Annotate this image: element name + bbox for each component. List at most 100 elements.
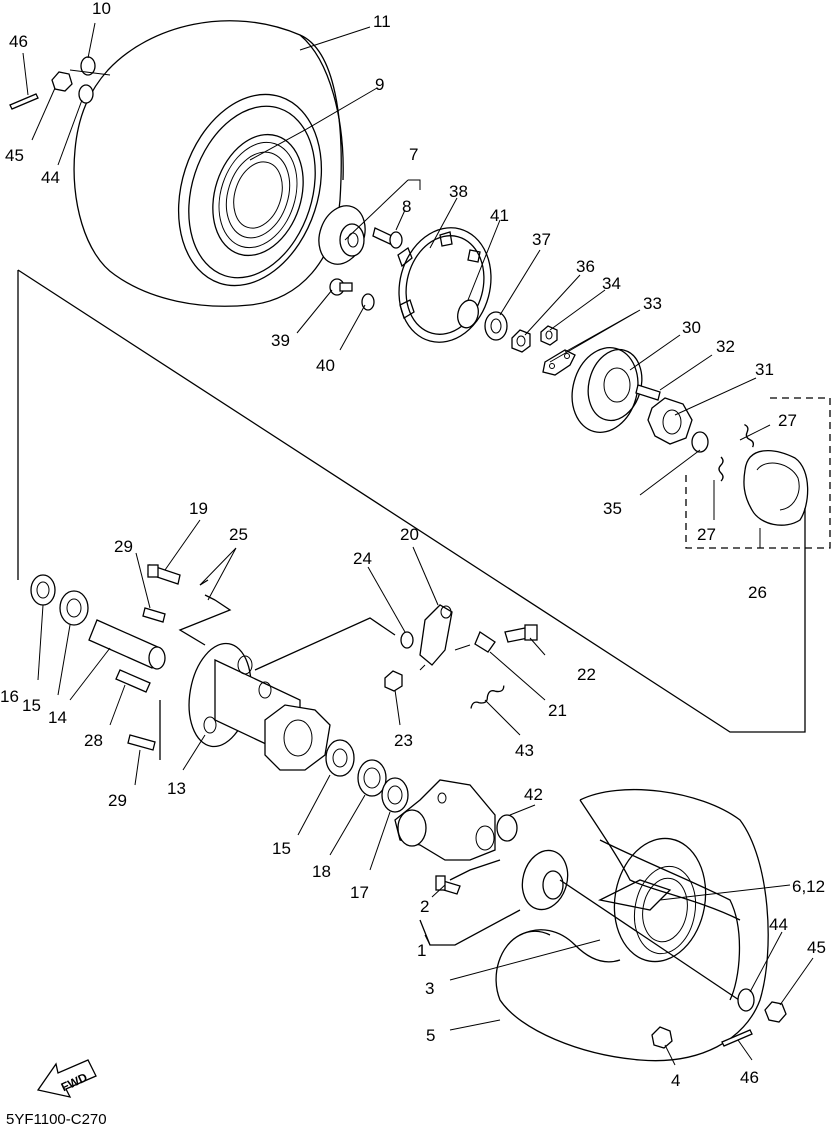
callout-41: 41: [490, 206, 509, 225]
seal-17: [381, 777, 409, 813]
lock-washer-33: [542, 349, 576, 376]
callout-42: 42: [524, 785, 543, 804]
callout-15-center: 15: [272, 839, 291, 858]
gear-case: [394, 779, 496, 861]
bracket-lines-25: [178, 579, 232, 646]
callout-45-bottom: 45: [807, 938, 826, 957]
stud-39: [329, 278, 353, 296]
washer-44-right: [737, 988, 755, 1012]
callout-30: 30: [682, 318, 701, 337]
callout-39: 39: [271, 331, 290, 350]
leader-lines: [22, 22, 814, 1066]
callout-5: 5: [426, 1026, 435, 1045]
callout-44-bottom: 44: [769, 915, 788, 934]
callout-44-top: 44: [41, 168, 60, 187]
callout-27-top: 27: [778, 411, 797, 430]
bearing-15-left: [59, 590, 89, 626]
callout-32: 32: [716, 337, 735, 356]
callout-21: 21: [548, 701, 567, 720]
bolt-29-bottom: [127, 734, 156, 751]
nut-23: [384, 670, 403, 692]
callout-34: 34: [602, 274, 621, 293]
sleeve-14: [88, 619, 166, 670]
oil-seal-41: [457, 299, 479, 329]
washer-44-left: [78, 84, 94, 104]
callout-24: 24: [353, 549, 372, 568]
bracket-lines-1: [419, 859, 521, 946]
callout-9: 9: [375, 75, 384, 94]
flange-31: [647, 397, 693, 445]
callout-10: 10: [92, 0, 111, 18]
callout-26: 26: [748, 583, 767, 602]
drawing-code: 5YF1100-C270: [6, 1111, 107, 1128]
o-ring-35: [691, 431, 709, 453]
callout-15-left: 15: [22, 696, 41, 715]
callout-33: 33: [643, 294, 662, 313]
brake-arm-20: [419, 604, 453, 666]
callout-4: 4: [671, 1071, 680, 1090]
callout-1: 1: [417, 941, 426, 960]
callout-20: 20: [400, 525, 419, 544]
callout-25: 25: [229, 525, 248, 544]
bearing-15-center: [325, 739, 355, 777]
spring-43: [470, 685, 505, 709]
callout-6-12: 6,12: [792, 877, 825, 896]
bolt-28: [115, 669, 151, 693]
seal-42: [496, 814, 518, 842]
callout-2: 2: [420, 897, 429, 916]
axle-line-top: [69, 69, 111, 76]
hub-bolt-2: [435, 875, 461, 895]
callout-45-top: 45: [5, 146, 24, 165]
callout-16: 16: [0, 687, 19, 706]
callout-37: 37: [532, 230, 551, 249]
front-hub-plate: [521, 849, 569, 911]
callout-3: 3: [425, 979, 434, 998]
bolt-22: [504, 624, 538, 643]
reference-line-top: [17, 269, 806, 733]
callout-31: 31: [755, 360, 774, 379]
bolt-19: [147, 564, 181, 585]
callout-36: 36: [576, 257, 595, 276]
washer-24: [400, 631, 414, 649]
callout-38: 38: [449, 182, 468, 201]
callout-46-top: 46: [9, 32, 28, 51]
callout-17: 17: [350, 883, 369, 902]
nut-4: [651, 1026, 673, 1049]
nut-36: [511, 329, 531, 353]
callout-19: 19: [189, 499, 208, 518]
callout-18: 18: [312, 862, 331, 881]
cotter-pin-46-right: [721, 1029, 753, 1047]
callout-46-bottom: 46: [740, 1068, 759, 1087]
callout-labels: 10 11 46 9 45 7 44 38 8 41 37 36 34 33 3…: [0, 0, 826, 1090]
callout-35: 35: [603, 499, 622, 518]
bearing-37: [484, 311, 508, 341]
brake-plate-30: [571, 346, 643, 434]
lever-link-lines: [419, 644, 471, 671]
callout-29-top: 29: [114, 537, 133, 556]
bolt-32: [635, 384, 661, 401]
callout-11: 11: [373, 12, 391, 31]
callout-13: 13: [167, 779, 186, 798]
nut-45-right: [764, 1001, 787, 1023]
front-tire: [495, 788, 769, 1062]
hub-bolt-8: [372, 227, 403, 249]
pin-21: [474, 631, 496, 653]
callout-29-bottom: 29: [108, 791, 127, 810]
fwd-arrow-icon: FWD: [36, 1059, 97, 1098]
axle-housing-13: [188, 642, 331, 771]
seal-18: [357, 759, 387, 797]
rear-tire: [73, 20, 344, 307]
connector-line-24: [254, 617, 396, 671]
callout-14: 14: [48, 708, 67, 727]
cotter-pin-46-left: [9, 93, 39, 110]
callout-27-bottom: 27: [697, 525, 716, 544]
bolt-29-top: [142, 607, 166, 623]
rear-hub-plate: [318, 205, 366, 265]
callout-8: 8: [402, 197, 411, 216]
axle-line-front: [559, 879, 743, 1003]
callout-22: 22: [577, 665, 596, 684]
callout-7: 7: [409, 145, 418, 164]
callout-40: 40: [316, 356, 335, 375]
bearing-16: [30, 574, 56, 606]
